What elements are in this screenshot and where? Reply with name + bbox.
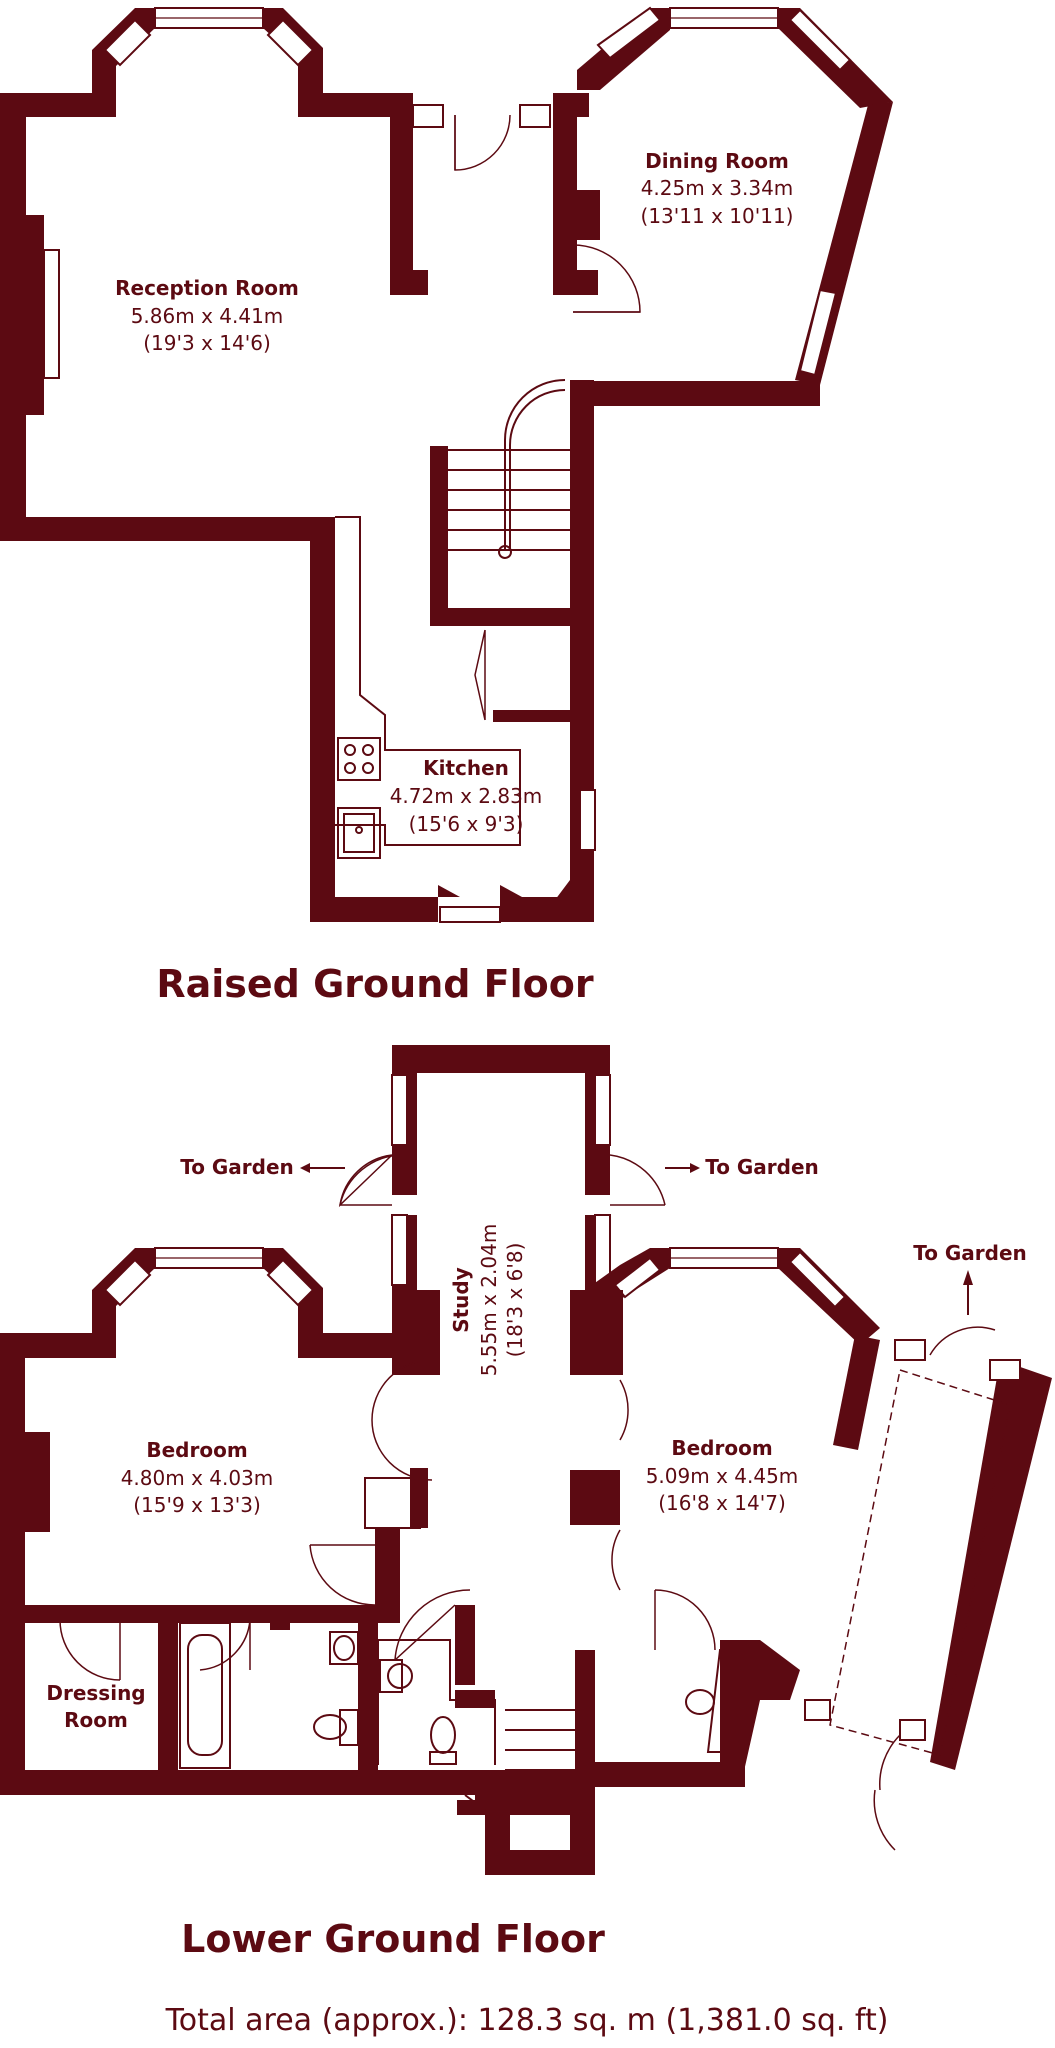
kitchen-imperial: (15'6 x 9'3) <box>409 812 524 836</box>
raised-floor-title: Raised Ground Floor <box>156 962 594 1006</box>
arrow-left-icon <box>300 1163 345 1173</box>
dining-room-metric: 4.25m x 3.34m <box>641 176 794 200</box>
lower-ground-floor <box>0 1045 1052 1875</box>
kitchen-name: Kitchen <box>423 756 509 780</box>
bedroom-left-imperial: (15'9 x 13'3) <box>133 1493 261 1517</box>
reception-room-imperial: (19'3 x 14'6) <box>143 331 271 355</box>
bedroom-right-name: Bedroom <box>671 1436 772 1460</box>
entrance-area <box>412 104 551 171</box>
study-name: Study <box>449 1267 473 1333</box>
conservatory <box>804 1270 1052 1851</box>
kitchen-metric: 4.72m x 2.83m <box>390 784 543 808</box>
kitchen-walls <box>310 517 596 923</box>
bedroom-right-imperial: (16'8 x 14'7) <box>658 1491 786 1515</box>
dressing-room-name-line2: Room <box>64 1708 128 1732</box>
bedroom-left-walls <box>0 1247 433 1793</box>
bedroom-right-walls <box>570 1247 880 1591</box>
lower-floor-title: Lower Ground Floor <box>181 1917 605 1961</box>
garden-label-far-right: To Garden <box>913 1241 1027 1265</box>
study-imperial: (18'3 x 6'8) <box>503 1243 527 1358</box>
arrow-right-icon <box>665 1163 700 1173</box>
dining-room-imperial: (13'11 x 10'11) <box>641 204 794 228</box>
study-metric: 5.55m x 2.04m <box>477 1224 501 1377</box>
total-area: Total area (approx.): 128.3 sq. m (1,381… <box>165 2003 889 2038</box>
garden-label-left: To Garden <box>180 1155 294 1179</box>
dining-room-walls <box>553 6 893 406</box>
staircase <box>430 379 594 920</box>
reception-room-walls <box>0 7 428 541</box>
raised-ground-floor <box>0 6 893 923</box>
garden-label-right: To Garden <box>705 1155 819 1179</box>
kitchen-fittings <box>335 516 521 859</box>
bedroom-left-name: Bedroom <box>146 1438 247 1462</box>
bedroom-right-metric: 5.09m x 4.45m <box>646 1464 799 1488</box>
reception-room-metric: 5.86m x 4.41m <box>131 304 284 328</box>
dining-room-name: Dining Room <box>645 149 789 173</box>
bedroom-left-metric: 4.80m x 4.03m <box>121 1466 274 1490</box>
study-label: Study 5.55m x 2.04m (18'3 x 6'8) <box>449 1224 527 1377</box>
lower-bathrooms <box>0 1589 800 1875</box>
dressing-room-name-line1: Dressing <box>46 1681 145 1705</box>
reception-room-name: Reception Room <box>115 276 299 300</box>
